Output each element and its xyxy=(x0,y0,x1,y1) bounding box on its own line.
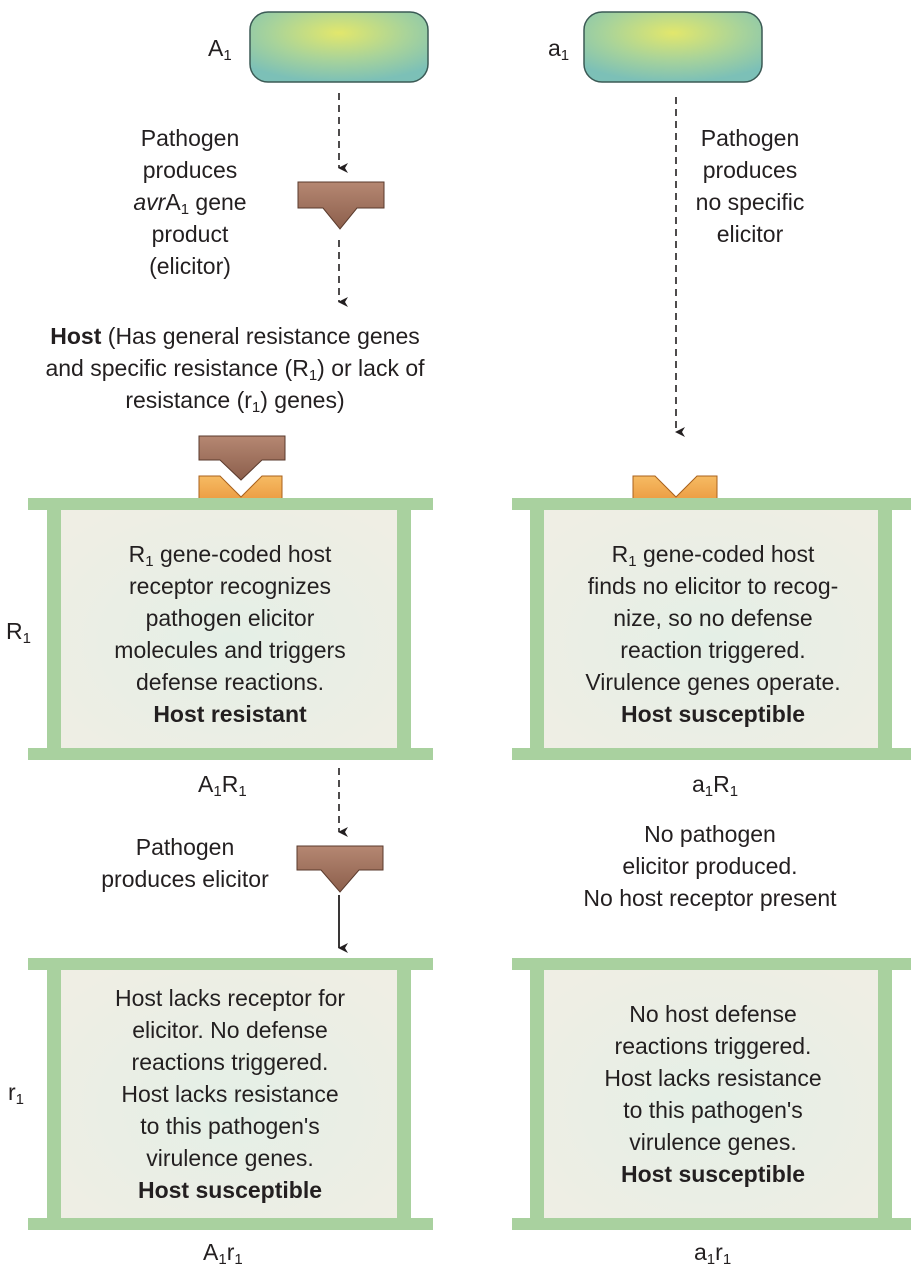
text-pathogen-produces-elicitor: Pathogen produces elicitor xyxy=(101,834,269,892)
host-cell-a1r1 xyxy=(512,958,911,1230)
host-cell-a1R1 xyxy=(512,498,911,760)
text-box-a1r1: No host defense reactions triggered. Hos… xyxy=(604,1001,822,1187)
host-cell-A1R1 xyxy=(28,498,433,760)
host-cell-A1r1 xyxy=(28,958,433,1230)
text-box-A1r1: Host lacks receptor for elicitor. No def… xyxy=(114,985,346,1203)
elicitor-molecule-mid xyxy=(296,845,384,893)
genotype-a1r1: a1r1 xyxy=(694,1239,732,1268)
text-pathogen-produces-avr: Pathogen produces avrA1 gene product (el… xyxy=(133,125,247,279)
elicitor-molecule-bound xyxy=(198,435,286,481)
text-no-pathogen-elicitor: No pathogen elicitor produced. No host r… xyxy=(583,821,837,911)
text-host-description: Host (Has general resistance genes and s… xyxy=(45,323,425,416)
elicitor-molecule-top xyxy=(297,181,385,230)
label-a1: a1 xyxy=(548,35,570,64)
pathogen-cell-a1 xyxy=(583,11,763,83)
genotype-A1r1: A1r1 xyxy=(203,1239,243,1268)
text-pathogen-no-elicitor: Pathogen produces no specific elicitor xyxy=(695,125,805,247)
genotype-A1R1: A1R1 xyxy=(198,771,247,800)
text-box-a1R1: R1 gene-coded host finds no elicitor to … xyxy=(585,541,841,727)
row-label-R1: R1 xyxy=(6,618,31,647)
text-box-A1R1: R1 gene-coded host receptor recognizes p… xyxy=(114,541,346,727)
genotype-a1R1: a1R1 xyxy=(692,771,739,800)
row-label-r1: r1 xyxy=(8,1079,25,1108)
label-A1: A1 xyxy=(208,35,232,64)
pathogen-cell-A1 xyxy=(249,11,429,83)
